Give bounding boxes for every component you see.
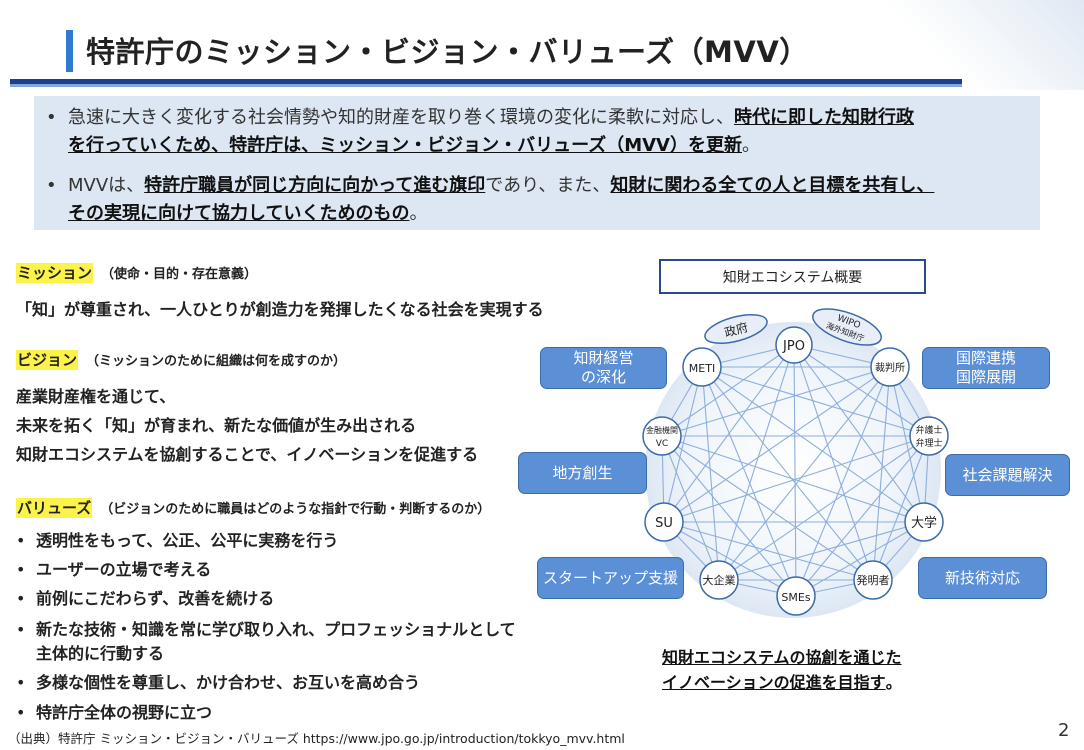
connection-line [663,521,797,597]
source-citation: （出典）特許庁 ミッション・ビジョン・バリューズ https://www.jpo… [8,731,625,746]
node-lawyer-label: 弁護士 [915,424,942,436]
connection-line [661,435,874,581]
mission-heading: ミッション（使命・目的・存在意義） [16,263,258,283]
box-new-technology: 新技術対応 [918,557,1047,599]
connection-line [718,521,925,581]
connection-line [663,366,703,523]
values-item: 透明性をもって、公正、公平に実務を行う [16,529,536,553]
box-international: 国際連携国際展開 [922,347,1050,389]
connection-line [795,521,925,597]
box-startup-support: スタートアップ支援 [537,557,684,599]
vision-line: 産業財産権を通じて、 [16,387,176,406]
connection-line [889,366,925,523]
connection-line [661,366,891,437]
connection-line [701,366,925,523]
connection-line [793,344,797,597]
connection-line [795,366,891,597]
vision-line: 未来を拓く「知」が育まれ、新たな価値が生み出される [16,416,417,435]
connection-line [718,366,891,581]
node-university-label: 大学 [911,515,937,531]
connection-line [661,344,795,437]
values-item: 多様な個性を尊重し、かけ合わせ、お互いを高め合う [16,671,536,695]
node-patent-attorney-label: 弁理士 [915,437,942,449]
vision-heading: ビジョン（ミッションのために組織は何を成すのか） [16,350,347,370]
node-large-company-label: 大企業 [703,573,736,587]
values-item: 新たな技術・知識を常に学び取り入れ、プロフェッショナルとして主体的に行動する [16,618,528,666]
ecosystem-nodes: JPO 裁判所 弁護士 弁理士 大学 発明者 SMEs 大企業 SU 金融機関 … [642,326,949,616]
connection-line [661,435,720,581]
node-meti-label: METI [689,362,715,375]
connection-line [663,366,891,523]
connection-line [793,344,930,437]
node-finance [642,416,682,456]
values-item: 特許庁全体の視野に立つ [16,701,536,725]
node-inventor [853,560,893,600]
connection-line [663,435,930,523]
connection-line [793,344,925,523]
title-rule [10,79,962,84]
box-ip-management: 知財経営の深化 [540,347,667,389]
node-startup-label: SU [655,516,673,531]
connection-line [872,435,930,581]
header: 特許庁のミッション・ビジョン・バリューズ（MVV） [0,0,1084,96]
gov-label: 政府 [723,319,750,340]
connection-line [701,366,874,581]
summary-bullet-2: MVVは、特許庁職員が同じ方向に向かって進む旗印であり、また、知財に関わる全ての… [46,172,1020,228]
connection-line [872,366,891,581]
connection-line [795,435,930,597]
node-meti [682,347,722,387]
node-vc-label: VC [656,439,668,449]
title-rule-sub [10,84,962,87]
node-jpo [775,326,813,364]
summary-box: 急速に大きく変化する社会情勢や知的財産を取り巻く環境の変化に柔軟に対応し、時代に… [34,96,1040,230]
connection-line [793,344,874,581]
corner-decoration [884,0,1084,90]
node-court-label: 裁判所 [875,361,905,374]
node-smes [776,576,816,616]
node-startup [644,502,684,542]
values-heading: バリューズ（ビジョンのために職員はどのような指針で行動・判断するのか） [16,498,491,518]
ecosystem-title: 知財エコシステム概要 [659,259,926,294]
wipo-ellipse [812,308,882,346]
node-jpo-label: JPO [782,339,805,354]
connection-line [701,366,797,597]
node-lawyer [909,416,949,456]
connection-line [663,521,874,581]
values-item: ユーザーの立場で考える [16,558,536,582]
values-item: 前例にこだわらず、改善を続ける [16,587,536,611]
mission-text: 「知」が尊重され、一人ひとりが創造力を発揮したくなる社会を実現する [16,300,544,319]
node-finance-label: 金融機関 [646,425,678,435]
connection-line [661,435,925,523]
title-accent-bar [66,30,73,72]
summary-bullet-1: 急速に大きく変化する社会情勢や知的財産を取り巻く環境の変化に柔軟に対応し、時代に… [46,104,1020,160]
node-university [904,502,944,542]
gov-ellipse [704,314,768,344]
page-title: 特許庁のミッション・ビジョン・バリューズ（MVV） [86,35,809,69]
node-inventor-label: 発明者 [857,573,890,587]
box-social-issues: 社会課題解決 [945,454,1070,496]
box-regional: 地方創生 [518,452,647,494]
node-large-company [699,560,739,600]
page-number: 2 [1058,720,1070,741]
connection-line [701,366,930,437]
ecosystem-conclusion: 知財エコシステムの協創を通じた イノベーションの促進を目指す。 [662,648,902,692]
ecosystem-connections [661,344,930,597]
connection-line [661,435,797,597]
connection-line [701,366,720,581]
vision-line: 知財エコシステムを協創することで、イノベーションを促進する [16,445,479,464]
node-court [870,347,910,387]
node-smes-label: SMEs [781,591,810,604]
connection-line [718,435,930,581]
